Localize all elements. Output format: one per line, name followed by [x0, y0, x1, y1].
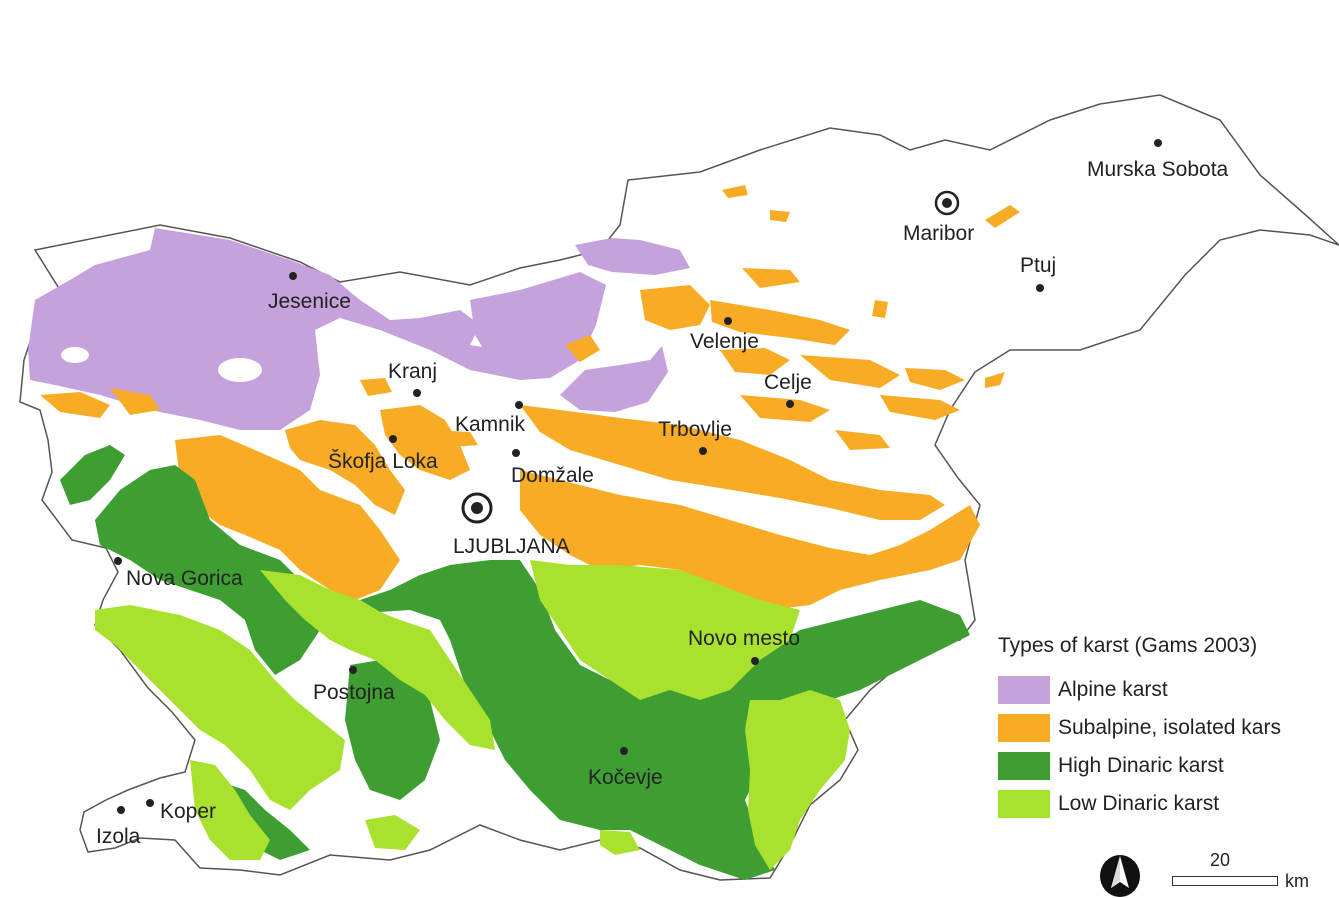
svg-text:Nova Gorica: Nova Gorica [126, 567, 243, 590]
svg-text:Postojna: Postojna [313, 681, 395, 704]
legend-swatch-high-dinaric [998, 752, 1050, 780]
svg-text:Novo mesto: Novo mesto [688, 627, 800, 650]
legend-swatch-low-dinaric [998, 790, 1050, 818]
svg-text:Celje: Celje [764, 371, 812, 394]
legend-label-low-dinaric: Low Dinaric karst [1058, 792, 1220, 815]
svg-text:Ptuj: Ptuj [1020, 254, 1056, 277]
subalpine-karst-areas [40, 185, 1020, 610]
svg-text:Škofja Loka: Škofja Loka [328, 450, 438, 473]
alpine-karst-areas [28, 228, 690, 430]
legend-label-high-dinaric: High Dinaric karst [1058, 754, 1224, 777]
svg-text:Koper: Koper [160, 800, 216, 823]
svg-text:Kočevje: Kočevje [588, 766, 663, 789]
legend-label-alpine: Alpine karst [1058, 678, 1168, 701]
svg-text:Maribor: Maribor [903, 222, 974, 245]
city-kamnik: Kamnik [455, 401, 526, 436]
svg-text:Jesenice: Jesenice [268, 290, 351, 313]
city-murska-sobota: Murska Sobota [1087, 139, 1229, 181]
svg-text:Murska Sobota: Murska Sobota [1087, 158, 1229, 181]
city-ptuj: Ptuj [1020, 254, 1056, 292]
city-velenje: Velenje [690, 317, 759, 353]
city-maribor: Maribor [903, 190, 974, 245]
city-markers: Jesenice Kranj Kamnik Škofja Loka Domžal… [96, 139, 1229, 848]
city-kranj: Kranj [388, 360, 437, 397]
legend-label-subalpine: Subalpine, isolated kars [1058, 716, 1281, 739]
north-arrow-icon [1100, 855, 1140, 897]
svg-text:Izola: Izola [96, 825, 141, 848]
city-novo-mesto: Novo mesto [688, 627, 800, 665]
city-skofja-loka: Škofja Loka [328, 435, 438, 473]
legend-title: Types of karst (Gams 2003) [998, 634, 1258, 657]
city-kocevje: Kočevje [588, 747, 663, 789]
city-izola: Izola [96, 806, 141, 848]
svg-text:Trbovlje: Trbovlje [658, 418, 732, 441]
city-nova-gorica: Nova Gorica [114, 557, 243, 590]
city-trbovlje: Trbovlje [658, 418, 732, 455]
scale-value: 20 [1210, 850, 1231, 870]
svg-text:Kamnik: Kamnik [455, 413, 526, 436]
low-dinaric-karst-areas [95, 560, 850, 870]
city-postojna: Postojna [313, 666, 395, 704]
city-ljubljana: LJUBLJANA [453, 492, 570, 558]
legend-swatch-subalpine [998, 714, 1050, 742]
city-jesenice: Jesenice [268, 272, 351, 313]
city-celje: Celje [764, 371, 812, 408]
legend-swatch-alpine [998, 676, 1050, 704]
svg-text:Kranj: Kranj [388, 360, 437, 383]
svg-text:Domžale: Domžale [511, 464, 594, 487]
scale-bar [1172, 876, 1278, 886]
city-koper: Koper [146, 799, 216, 823]
svg-text:LJUBLJANA: LJUBLJANA [453, 535, 570, 558]
scale-unit: km [1285, 871, 1309, 891]
alpine-holes [61, 254, 345, 382]
city-domzale: Domžale [511, 449, 594, 487]
svg-text:Velenje: Velenje [690, 330, 759, 353]
high-dinaric-karst-areas [60, 445, 970, 880]
